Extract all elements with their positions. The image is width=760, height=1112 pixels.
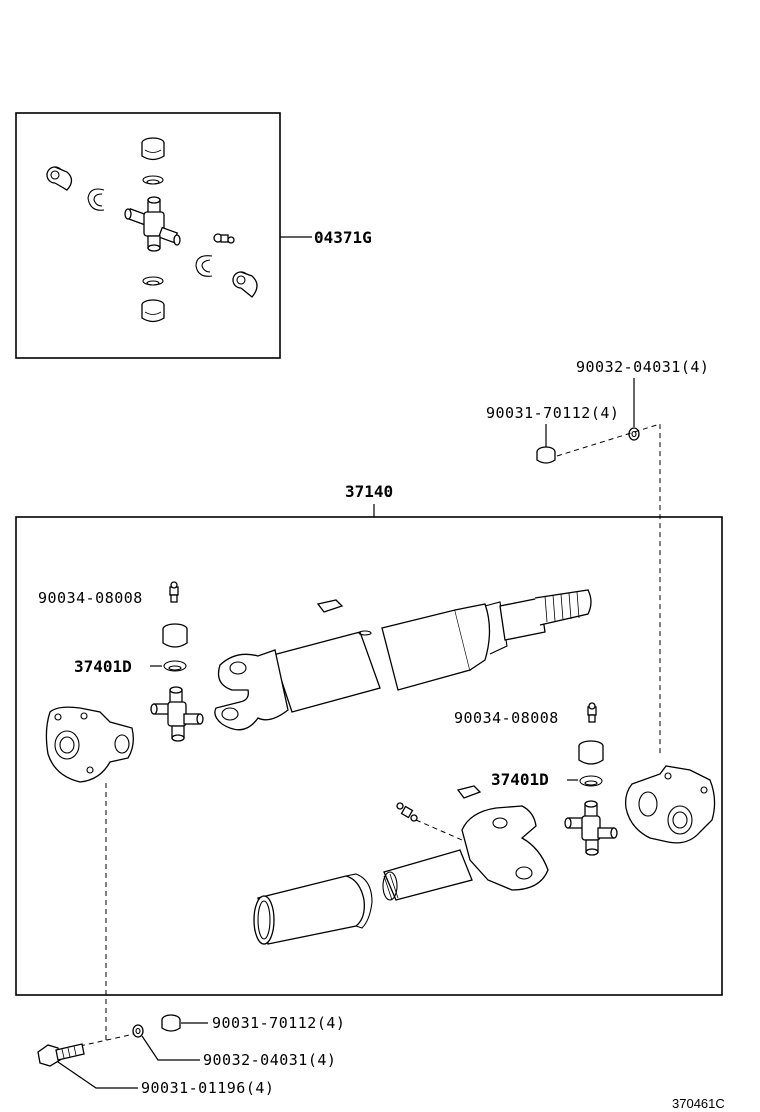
spider-cross-icon <box>564 800 618 856</box>
grease-fitting-icon <box>169 581 179 603</box>
spider-cross-icon <box>150 686 204 742</box>
leader-line <box>57 1061 138 1089</box>
shaft-tube-icon <box>253 849 473 945</box>
bearing-cup-icon <box>232 271 258 298</box>
snap-ring-icon <box>579 775 603 787</box>
snap-ring-icon <box>142 175 164 185</box>
clip-icon <box>456 785 482 799</box>
grease-fitting-icon <box>213 233 235 244</box>
part-number-spider-kit-right[interactable]: 37401D <box>491 770 549 789</box>
spider-kit-inset <box>15 112 312 359</box>
bolt-icon <box>37 1043 85 1067</box>
grease-fitting-icon <box>587 702 597 723</box>
slip-yoke-icon <box>461 805 549 891</box>
washer-icon <box>628 427 640 441</box>
flange-yoke-icon <box>624 765 716 844</box>
assembly-line <box>79 1033 135 1047</box>
clip-icon <box>316 599 344 613</box>
part-number-grease-fitting-right[interactable]: 90034-08008 <box>454 709 559 727</box>
assembly-frame <box>15 516 723 996</box>
assembly-line <box>415 819 463 841</box>
nut-icon <box>161 1014 181 1032</box>
bearing-cup-icon <box>578 740 604 765</box>
part-number-nut-bottom[interactable]: 90031-70112(4) <box>212 1014 345 1032</box>
part-number-grease-fitting-left[interactable]: 90034-08008 <box>38 589 143 607</box>
flange-yoke-icon <box>45 706 134 783</box>
part-number-spider-kit-left[interactable]: 37401D <box>74 657 132 676</box>
shaft-tube-icon <box>272 589 592 713</box>
part-number-04371g[interactable]: 04371G <box>314 228 372 247</box>
leader-line <box>141 1035 200 1061</box>
bearing-cup-icon <box>162 623 188 648</box>
washer-icon <box>132 1024 144 1038</box>
part-number-washer-bottom[interactable]: 90032-04031(4) <box>203 1051 336 1069</box>
spider-cross-icon <box>124 196 181 252</box>
figure-code: 370461C <box>672 1096 725 1111</box>
grease-fitting-icon <box>396 802 418 822</box>
part-number-nut-top[interactable]: 90031-70112(4) <box>486 404 619 422</box>
bearing-cup-icon <box>141 137 165 161</box>
part-number-bolt-bottom[interactable]: 90031-01196(4) <box>141 1079 274 1097</box>
snap-ring-icon <box>163 660 187 672</box>
snap-ring-icon <box>142 276 164 286</box>
snap-ring-icon <box>87 188 105 211</box>
assembly-line <box>556 423 661 755</box>
snap-ring-icon <box>195 255 213 277</box>
part-number-37140[interactable]: 37140 <box>345 482 393 501</box>
bearing-cup-icon <box>141 299 165 323</box>
part-number-washer-top[interactable]: 90032-04031(4) <box>576 358 709 376</box>
nut-icon <box>536 446 556 464</box>
slip-yoke-icon <box>214 649 289 731</box>
bearing-cup-icon <box>46 166 73 191</box>
